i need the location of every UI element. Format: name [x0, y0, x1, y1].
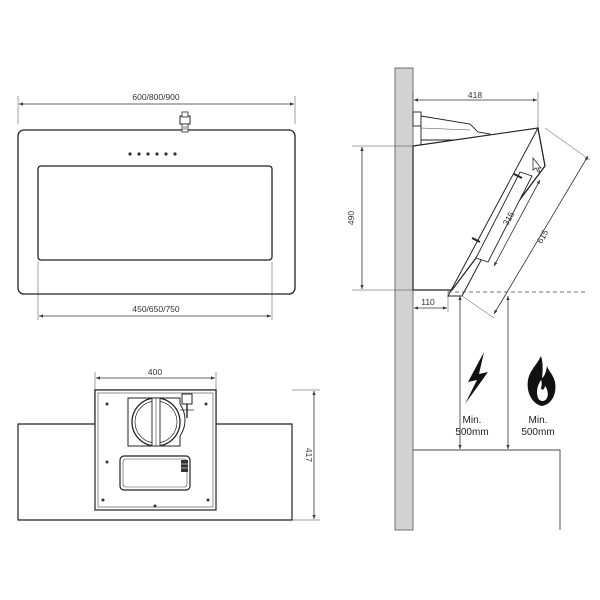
electric-clearance-line1: Min. [463, 415, 482, 426]
gas-clearance-line2: 500mm [521, 427, 554, 438]
side-view: 418 615 315 490 110 [346, 67, 591, 531]
gas-clearance-line1: Min. [529, 415, 548, 426]
side-depth-label: 418 [468, 90, 482, 100]
front-width-label: 600/800/900 [132, 92, 180, 102]
terminal-block [180, 460, 189, 472]
top-connector-icon [180, 393, 194, 418]
glass-dimension-line [493, 179, 541, 267]
top-view: 400 [17, 367, 320, 521]
side-height-label: 490 [346, 211, 356, 225]
air-outlet-icon [127, 397, 186, 447]
countertop [413, 449, 561, 530]
lightning-icon [465, 352, 488, 404]
flame-icon [527, 356, 556, 406]
power-connector-icon [179, 111, 191, 133]
control-box [119, 455, 191, 491]
offset-label: 110 [421, 297, 435, 307]
top-width-label: 400 [148, 367, 162, 377]
control-buttons [128, 152, 177, 156]
mounting-holes [101, 402, 210, 508]
panel-length-label: 615 [535, 228, 551, 246]
front-view: 600/800/900 450/650/750 [17, 92, 296, 320]
top-depth-label: 417 [304, 448, 314, 462]
panel-length-dimension-line [493, 155, 589, 315]
front-inner-width-label: 450/650/750 [132, 304, 180, 314]
front-glass-window [37, 165, 273, 261]
wall [394, 67, 414, 531]
electric-clearance-line2: 500mm [455, 427, 488, 438]
